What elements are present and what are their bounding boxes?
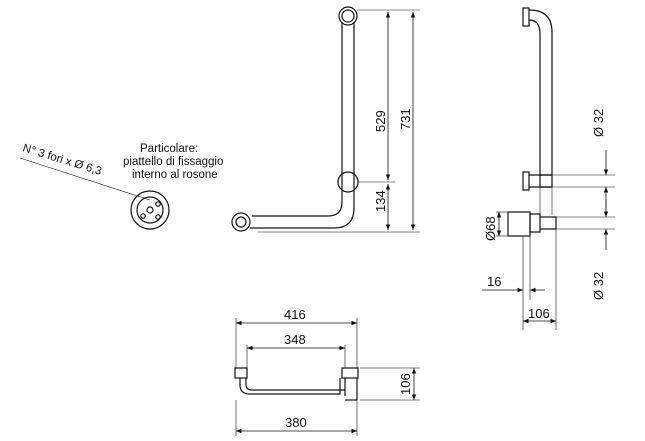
dim-529: 529 bbox=[373, 110, 388, 132]
front-view: 529 134 731 bbox=[231, 6, 420, 233]
dim-base: 380 bbox=[285, 415, 307, 430]
dim-731: 731 bbox=[398, 108, 413, 130]
detail-title: Particolare: bbox=[140, 143, 198, 155]
dim-rosette: Ø68 bbox=[483, 216, 498, 241]
dim-plan-depth: 106 bbox=[398, 373, 413, 395]
holes-label: N° 3 fori x Ø 6,3 bbox=[21, 142, 103, 177]
dim-offset: 16 bbox=[487, 274, 501, 289]
holes-note: N° 3 fori x Ø 6,3 bbox=[19, 142, 151, 201]
dim-inner: 348 bbox=[284, 332, 306, 347]
dim-134: 134 bbox=[373, 190, 388, 212]
holes-leader bbox=[19, 157, 151, 201]
fixing-plate-detail bbox=[130, 190, 170, 230]
side-view: Ø 32 Ø 32 Ø68 16 106 bbox=[482, 7, 615, 330]
detail-line-1: piattello di fissaggio bbox=[123, 156, 223, 168]
detail-line-2: interno al rosone bbox=[132, 169, 218, 181]
dim-diameter-top: Ø 32 bbox=[591, 109, 606, 137]
dim-outer: 416 bbox=[284, 307, 306, 322]
dim-side-depth: 106 bbox=[528, 306, 550, 321]
detail-callout: Particolare: piattello di fissaggio inte… bbox=[123, 143, 223, 181]
plan-view: 416 348 380 106 bbox=[234, 307, 420, 436]
dim-diameter-bottom: Ø 32 bbox=[591, 272, 606, 300]
